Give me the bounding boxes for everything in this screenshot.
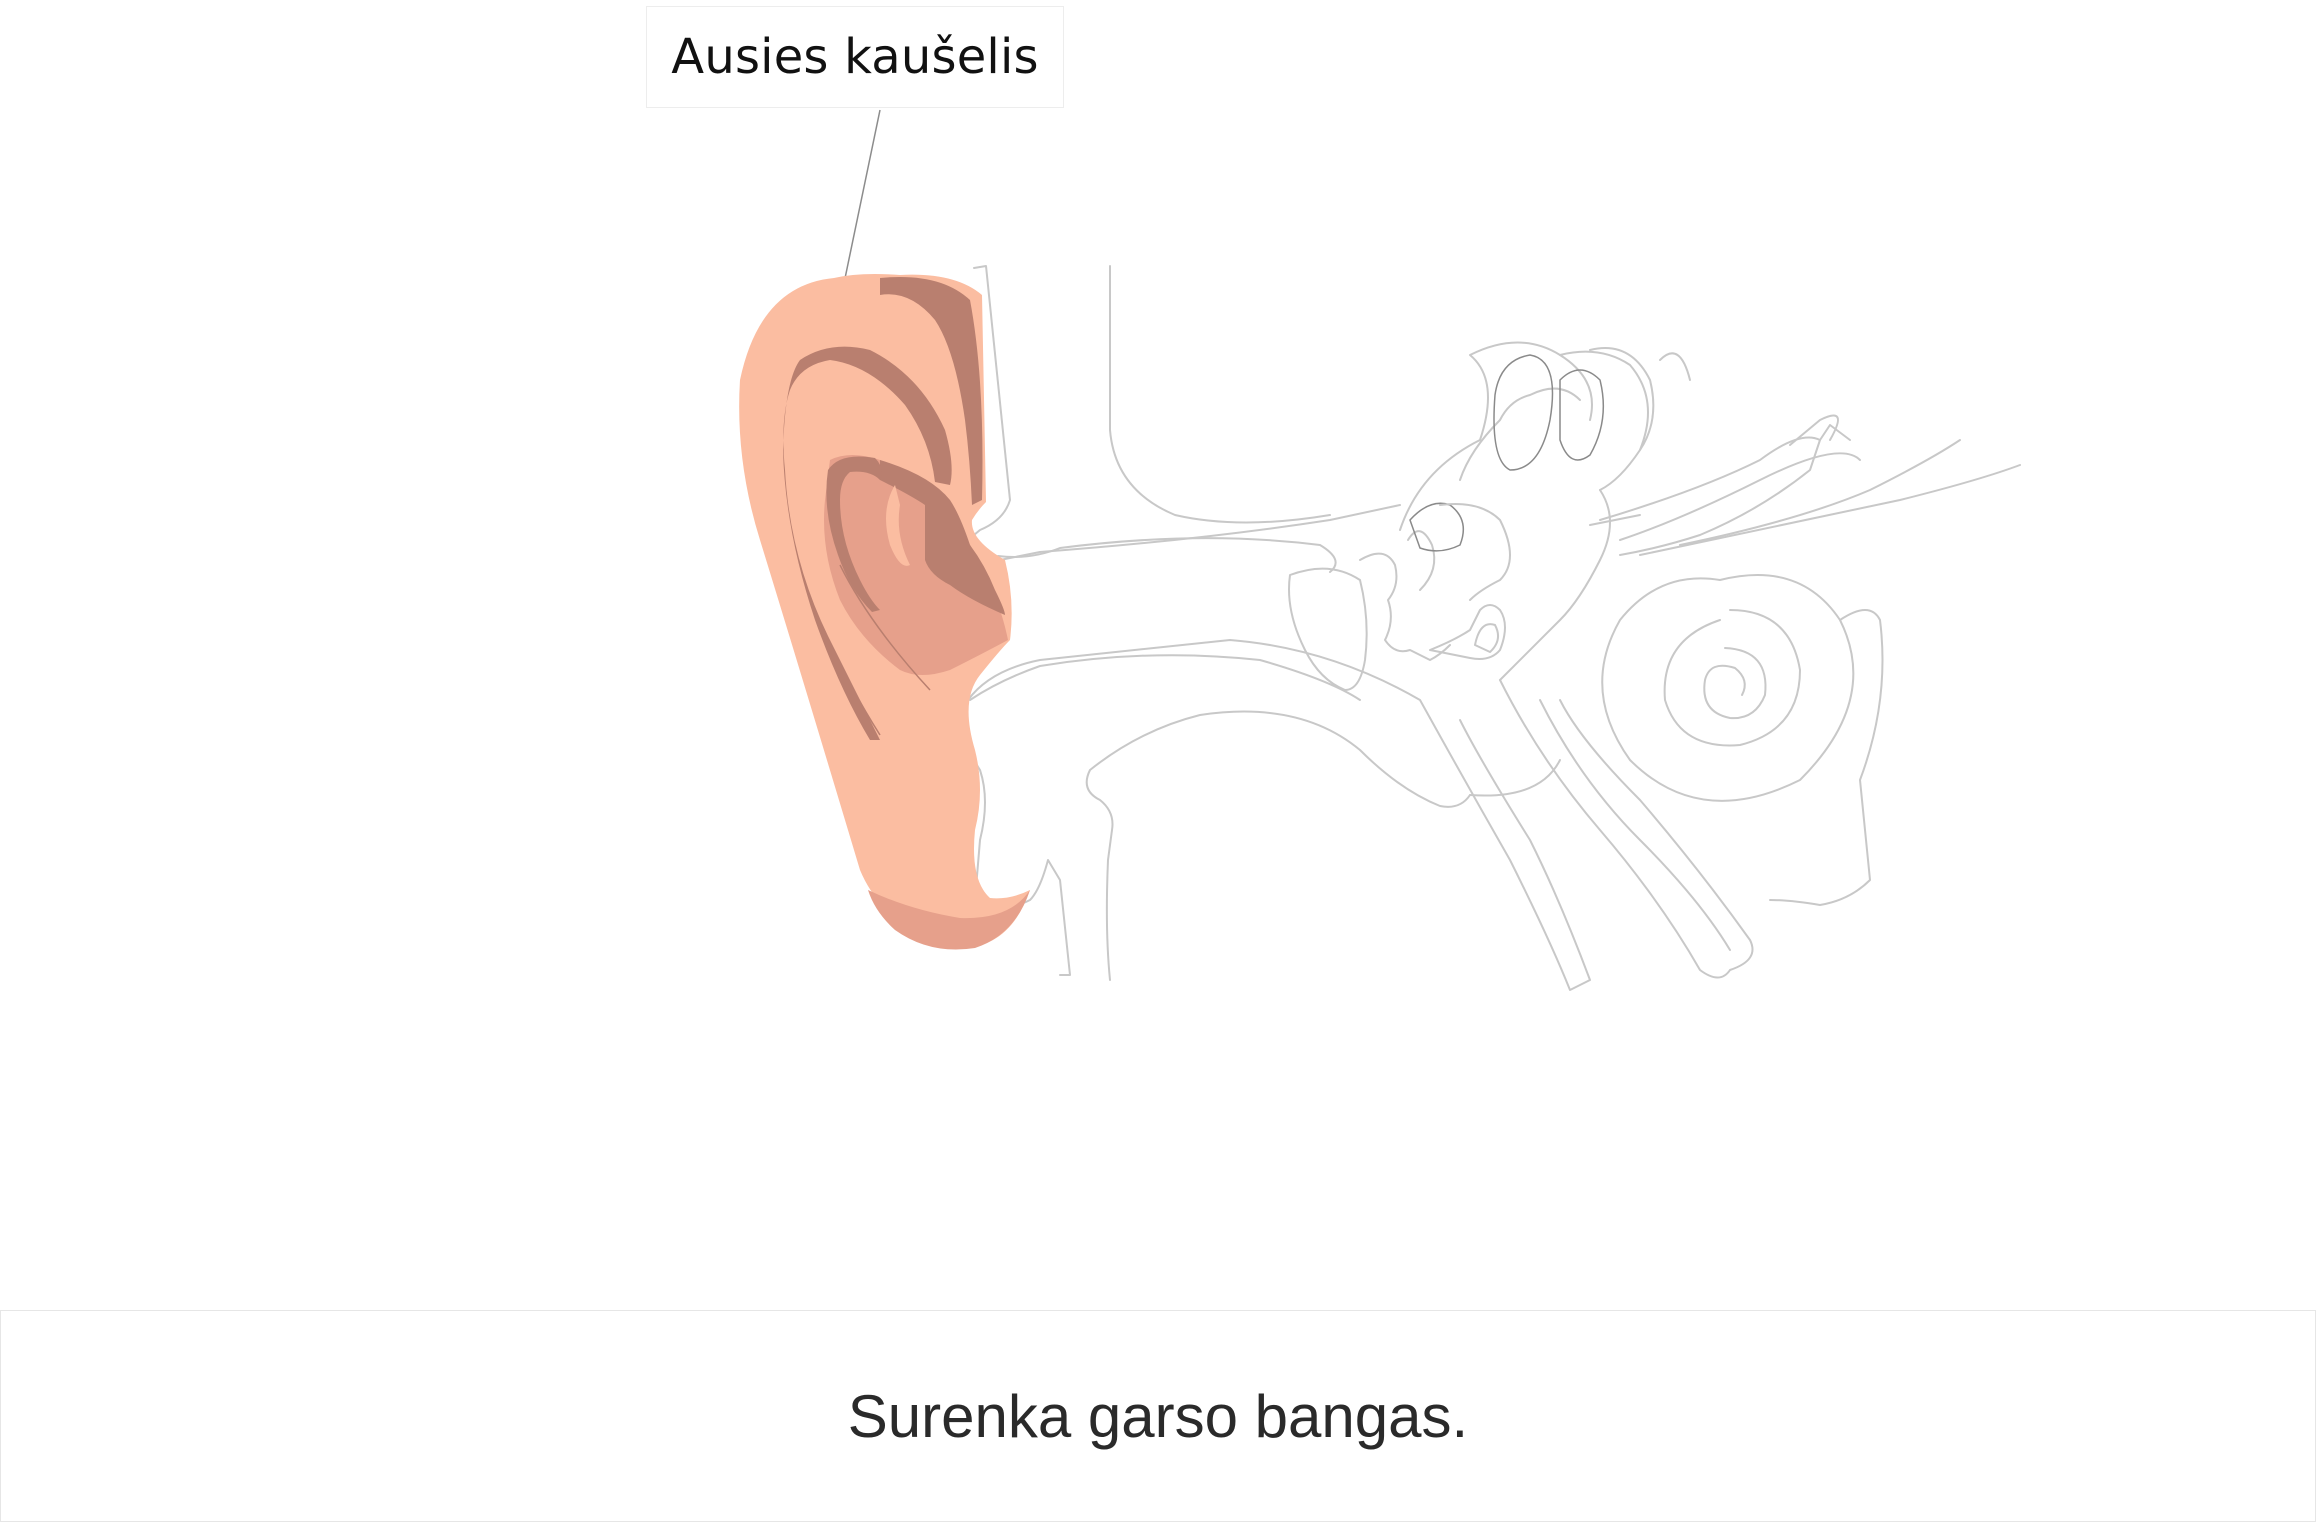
structure-label-text: Ausies kaušelis (671, 29, 1039, 85)
auricle-fold (886, 485, 910, 566)
caption-text: Surenka garso bangas. (847, 1382, 1469, 1450)
auditory-nerve (1589, 414, 2021, 556)
structure-label: Ausies kaušelis (646, 6, 1064, 108)
cochlea (1601, 574, 1884, 906)
auricle-line-2 (814, 609, 881, 736)
auricle-crus (826, 456, 882, 612)
caption-panel: Surenka garso bangas. (0, 1310, 2316, 1522)
auricle-antihelix (783, 346, 952, 740)
auricle-concha (824, 455, 1008, 675)
semicircular-canals (1399, 341, 1691, 681)
auricle-helix (880, 276, 983, 505)
eardrum (1288, 567, 1368, 691)
eustachian-tube (1429, 679, 1754, 991)
skull-outline (964, 265, 1471, 981)
ear-illustration (739, 109, 2021, 991)
ear-canal (969, 537, 1361, 701)
auricle-lobule (868, 890, 1030, 950)
auricle (739, 274, 1030, 950)
auricle-concha-shadow (880, 460, 1005, 615)
auricle-line (839, 564, 931, 691)
